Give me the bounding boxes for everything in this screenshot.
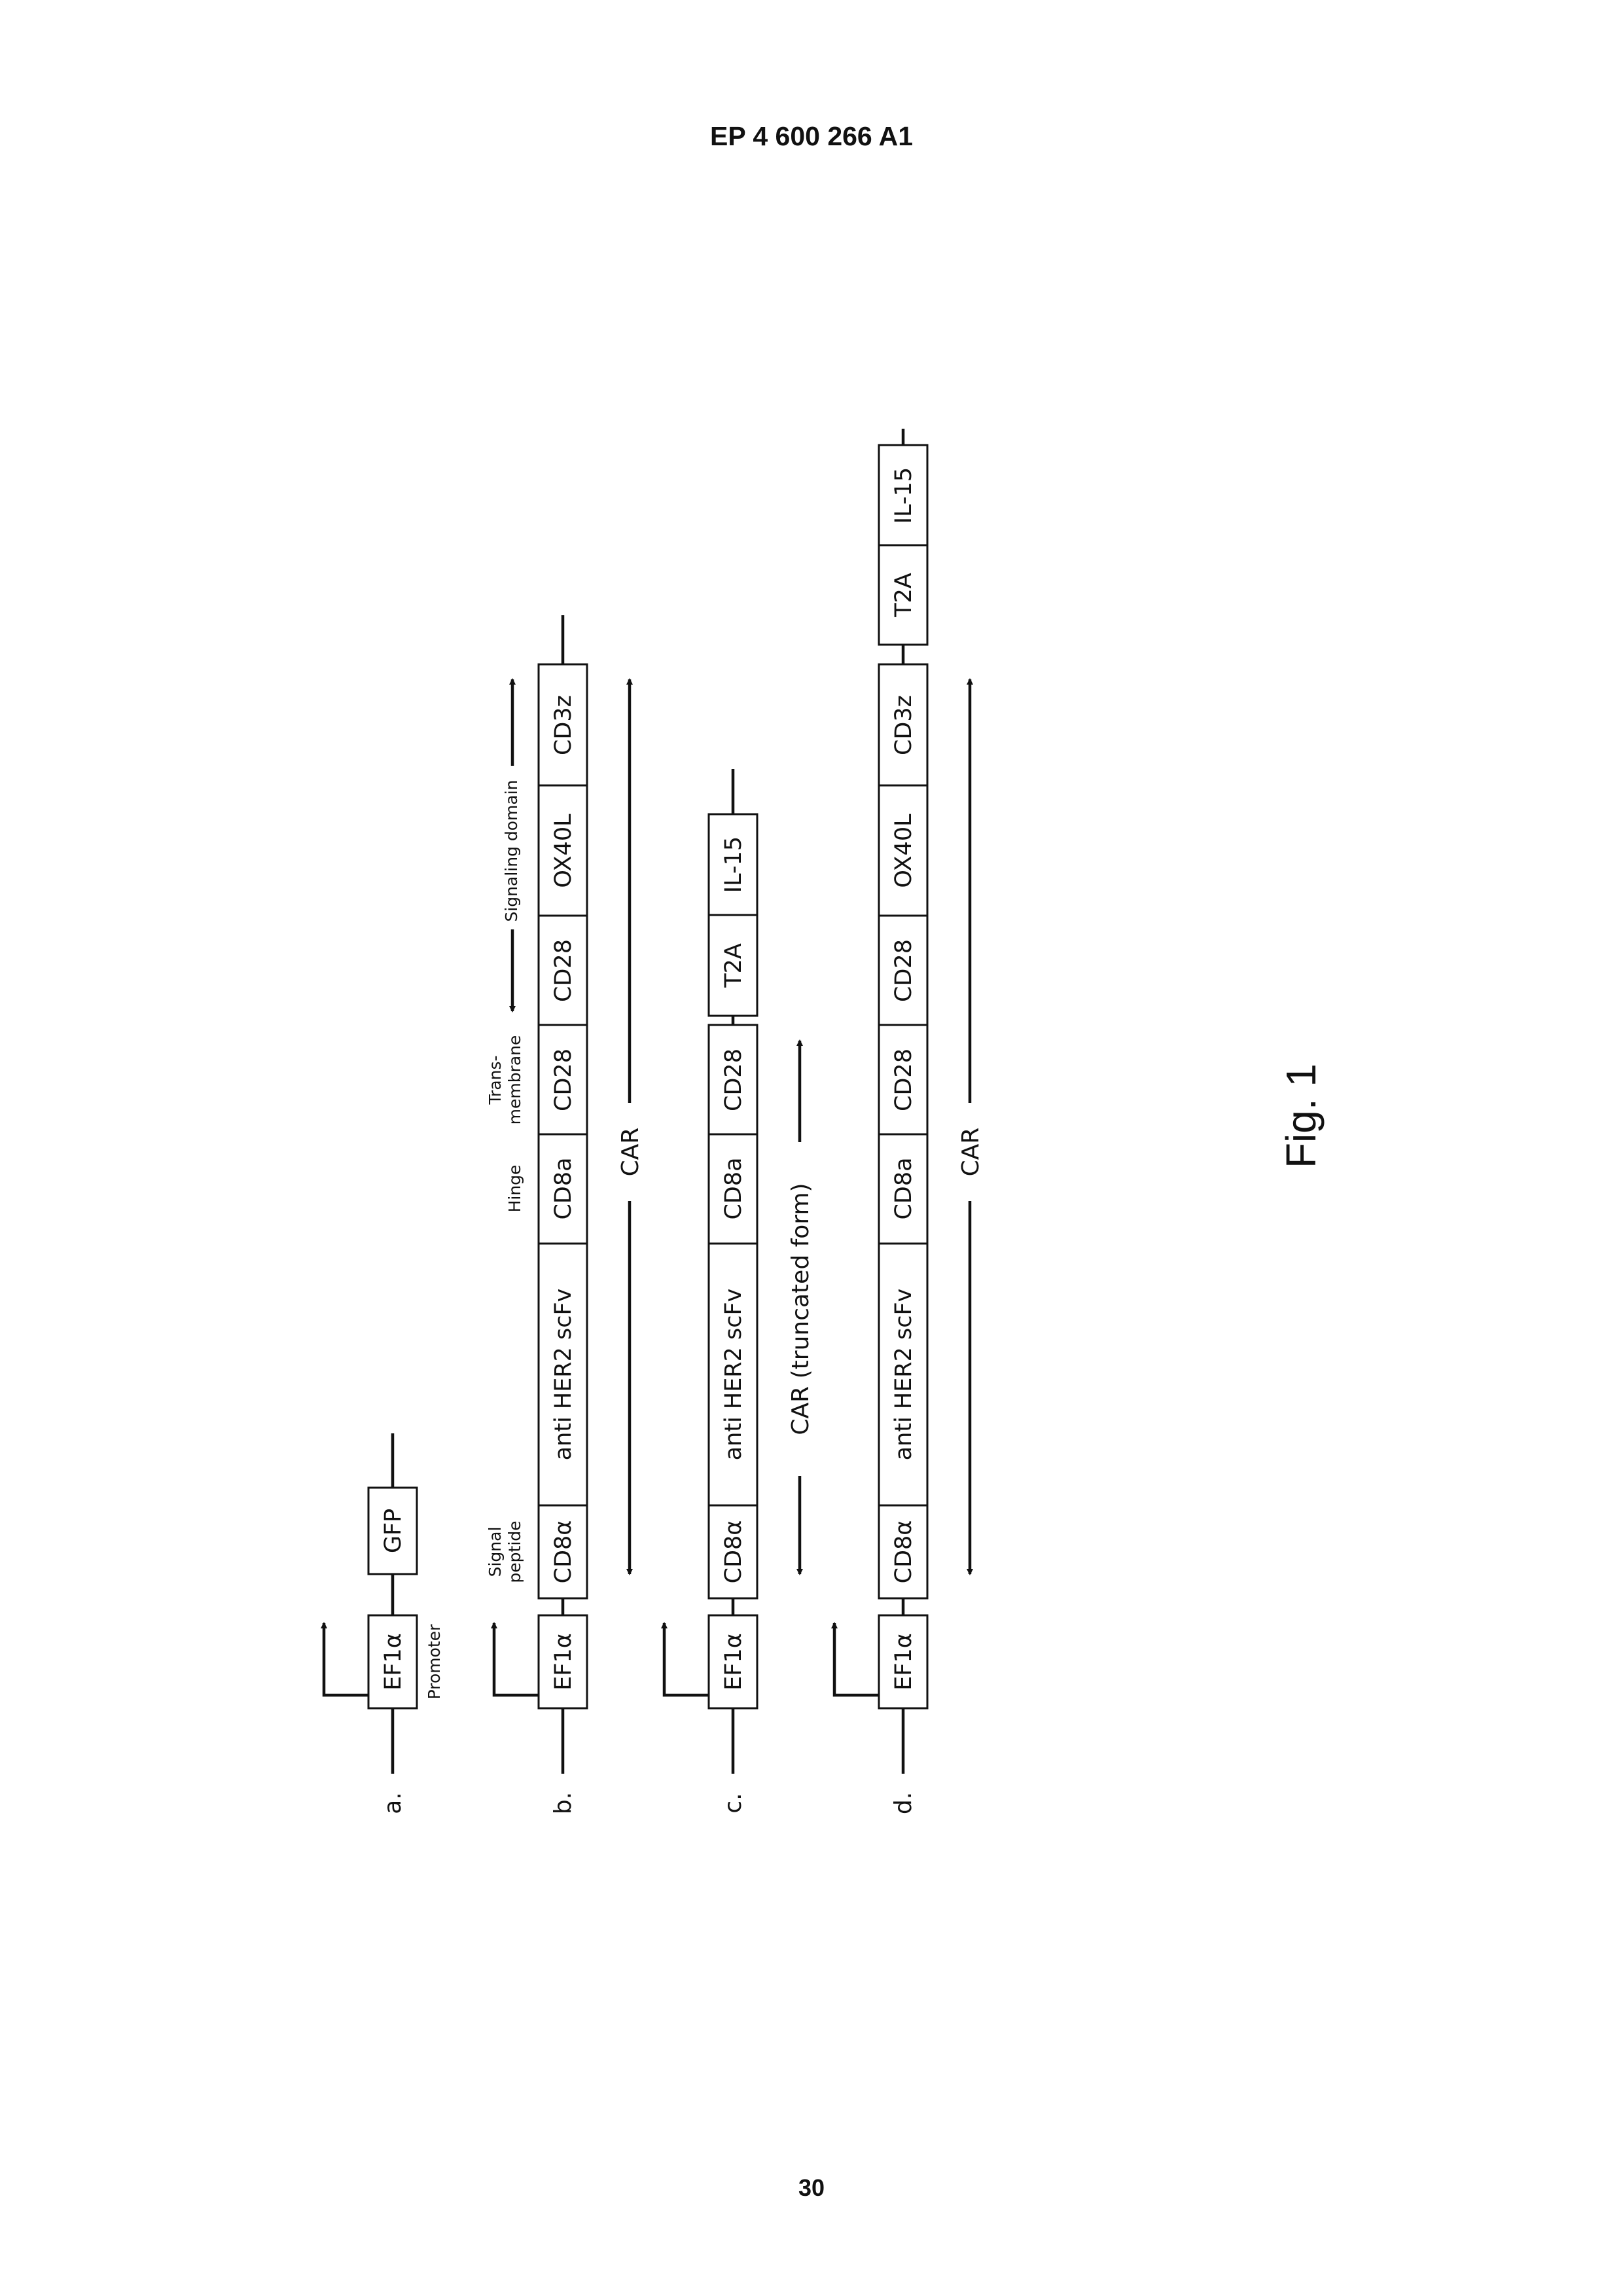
segment-label: T2A (721, 943, 747, 988)
signal-peptide-annotation: peptide (505, 1520, 524, 1583)
figure-label: Fig. 1 (1277, 1064, 1325, 1168)
construct-label-b: b. (550, 1792, 577, 1814)
segment-label: CD3z (891, 695, 917, 755)
construct-a: EF1α GFP Promoter a. (324, 1433, 444, 1814)
segment-label: anti HER2 scFv (721, 1289, 747, 1461)
construct-c: EF1α CD8α anti HER2 scFv CD8a CD28 T2A I… (664, 769, 814, 1814)
segment-label: CD28 (891, 1049, 917, 1111)
segment-label: GFP (380, 1509, 406, 1553)
construct-d: EF1α CD8α anti HER2 scFv CD8a CD28 CD28 … (834, 429, 984, 1814)
transmembrane-annotation: Trans- (486, 1055, 505, 1105)
hinge-annotation: Hinge (505, 1165, 524, 1213)
segment-label: CD8a (550, 1157, 577, 1219)
car-span-label: CAR (truncated form) (787, 1183, 814, 1435)
segment-label: CD3z (550, 695, 577, 755)
construct-label-a: a. (380, 1792, 406, 1814)
segment-label: CD8α (721, 1520, 747, 1584)
segment-label: IL-15 (891, 467, 917, 524)
segment-label: anti HER2 scFv (550, 1289, 577, 1461)
transmembrane-annotation: membrane (505, 1035, 524, 1125)
segment-label: EF1α (891, 1633, 917, 1691)
segment-label: T2A (891, 573, 917, 618)
segment-label: CD28 (721, 1049, 747, 1111)
signal-peptide-annotation: Signal (486, 1527, 505, 1577)
segment-label: CD8α (891, 1520, 917, 1584)
segment-label: CD8α (550, 1520, 577, 1584)
segment-label: anti HER2 scFv (891, 1289, 917, 1461)
construct-b: EF1α CD8α anti HER2 scFv CD8a CD28 CD28 … (486, 615, 644, 1814)
segment-label: OX40L (891, 814, 917, 888)
segment-label: OX40L (550, 814, 577, 888)
segment-label: CD8a (721, 1157, 747, 1219)
promoter-arrow-icon (834, 1623, 879, 1695)
segment-label: CD28 (550, 1049, 577, 1111)
car-span-label: CAR (957, 1128, 984, 1177)
segment-label: CD8a (891, 1157, 917, 1219)
segment-label: CD28 (550, 939, 577, 1002)
promoter-annotation: Promoter (425, 1624, 444, 1699)
construct-label-c: c. (720, 1793, 747, 1813)
promoter-arrow-icon (324, 1623, 368, 1695)
car-span-label: CAR (617, 1128, 644, 1177)
construct-label-d: d. (890, 1792, 917, 1814)
segment-label: EF1α (550, 1633, 577, 1691)
promoter-arrow-icon (664, 1623, 709, 1695)
segment-label: IL-15 (721, 836, 747, 893)
segment-label: EF1α (380, 1633, 406, 1691)
signaling-domain-annotation: Signaling domain (502, 780, 521, 922)
page-number: 30 (0, 2174, 1623, 2202)
segment-label: CD28 (891, 939, 917, 1002)
segment-label: EF1α (721, 1633, 747, 1691)
promoter-arrow-icon (494, 1623, 539, 1695)
